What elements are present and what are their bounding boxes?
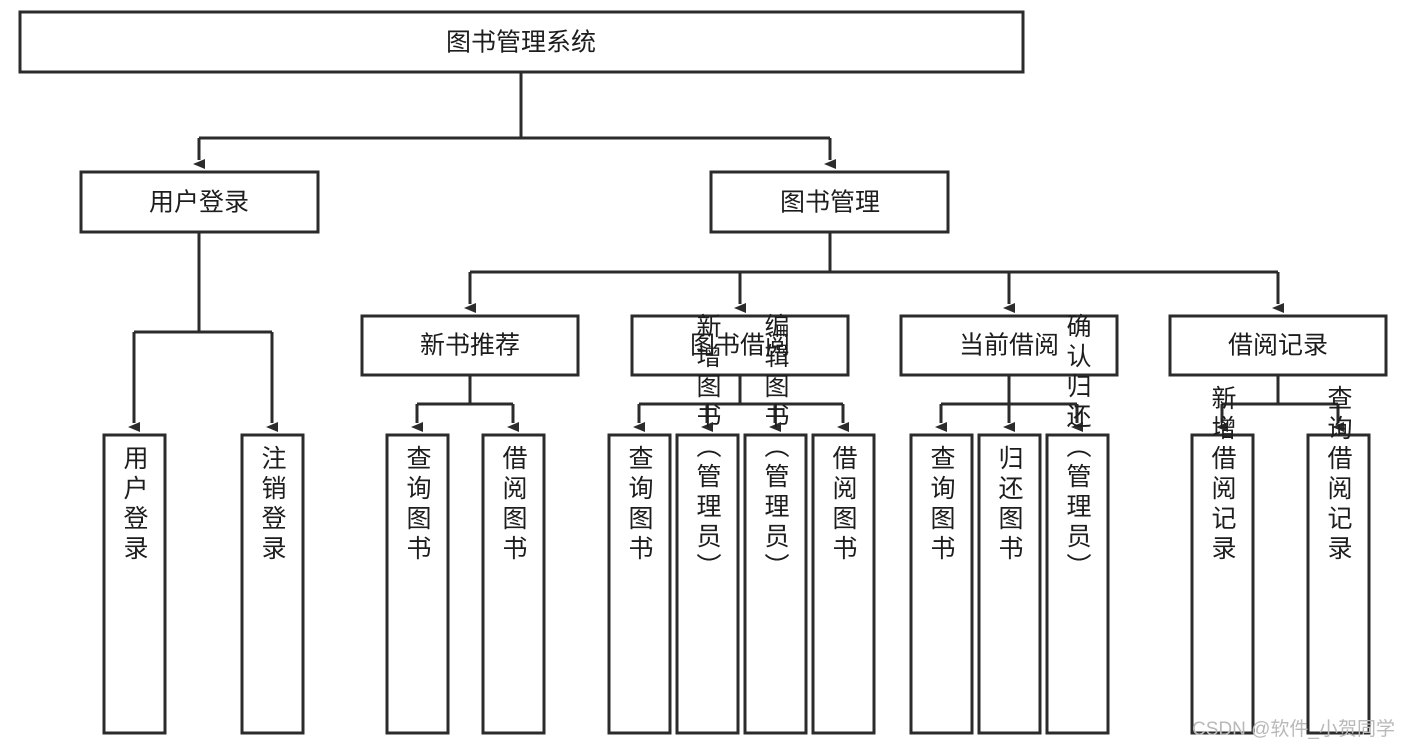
node-book-borrow-box[interactable] [630, 314, 850, 377]
node-leaf-confirm-return-box[interactable] [1045, 433, 1110, 735]
node-leaf-logout-label: 注销登录 [258, 445, 287, 565]
node-leaf-edit-book-label: 编辑图书（管理员） [761, 313, 790, 583]
connector-group-root [193, 72, 836, 169]
node-leaf-confirm-return[interactable]: 确认归还（管理员） [1045, 313, 1110, 735]
node-leaf-add-book-box[interactable] [675, 433, 740, 735]
node-new-book-recommend-box[interactable] [360, 314, 580, 377]
node-leaf-add-book-label: 新增图书（管理员） [693, 313, 722, 583]
node-leaf-query-book-2[interactable]: 查询图书 [607, 433, 672, 735]
node-leaf-query-book-1-box[interactable] [385, 433, 450, 735]
node-current-borrow[interactable]: 当前借阅 [899, 314, 1119, 377]
node-leaf-logout-box[interactable] [240, 433, 305, 735]
connector-group-book-manage [464, 232, 1284, 313]
node-leaf-query-record-box[interactable] [1306, 433, 1371, 735]
node-leaf-query-record-label: 查询借阅记录 [1324, 385, 1353, 565]
node-current-borrow-label: 当前借阅 [959, 332, 1059, 360]
node-leaf-user-login-label: 用户登录 [120, 445, 149, 565]
node-leaf-add-record-box[interactable] [1190, 433, 1255, 735]
node-leaf-borrow-book-2-box[interactable] [811, 433, 876, 735]
node-current-borrow-box[interactable] [899, 314, 1119, 377]
node-leaf-query-book-1[interactable]: 查询图书 [385, 433, 450, 735]
node-leaf-query-book-2-box[interactable] [607, 433, 672, 735]
node-user-login-label: 用户登录 [149, 189, 249, 217]
node-leaf-confirm-return-label: 确认归还（管理员） [1063, 313, 1092, 583]
node-leaf-return-book-label: 归还图书 [995, 445, 1024, 565]
node-leaf-edit-book-box[interactable] [743, 433, 808, 735]
node-leaf-borrow-book-2[interactable]: 借阅图书 [811, 433, 876, 735]
node-leaf-borrow-book-1-box[interactable] [481, 433, 546, 735]
node-user-login-box[interactable] [79, 170, 320, 234]
node-root[interactable]: 图书管理系统 [18, 10, 1025, 74]
connector-group-current-borrow [935, 375, 1083, 432]
connector-group-new-book-recommend [411, 375, 519, 432]
node-leaf-query-record[interactable]: 查询借阅记录 [1306, 385, 1371, 735]
node-leaf-user-login-box[interactable] [102, 433, 167, 735]
node-book-borrow-label: 图书借阅 [690, 332, 790, 360]
node-leaf-query-book-2-label: 查询图书 [625, 445, 654, 565]
node-leaf-query-book-3-label: 查询图书 [927, 445, 956, 565]
node-leaf-borrow-book-2-label: 借阅图书 [829, 445, 858, 565]
connector-group-book-borrow [633, 375, 849, 432]
node-leaf-logout[interactable]: 注销登录 [240, 433, 305, 735]
node-leaf-add-record[interactable]: 新增借阅记录 [1190, 385, 1255, 735]
node-root-label: 图书管理系统 [446, 29, 596, 57]
node-leaf-return-book[interactable]: 归还图书 [977, 433, 1042, 735]
node-root-box[interactable] [18, 10, 1025, 74]
node-leaf-query-book-1-label: 查询图书 [403, 445, 432, 565]
connector-group-user-login [128, 232, 278, 432]
node-book-borrow[interactable]: 图书借阅 [630, 314, 850, 377]
node-leaf-add-book[interactable]: 新增图书（管理员） [675, 313, 740, 735]
node-new-book-recommend[interactable]: 新书推荐 [360, 314, 580, 377]
node-book-manage-label: 图书管理 [780, 189, 880, 217]
node-leaf-edit-book[interactable]: 编辑图书（管理员） [743, 313, 808, 735]
node-leaf-query-book-3[interactable]: 查询图书 [909, 433, 974, 735]
node-borrow-record-label: 借阅记录 [1228, 332, 1328, 360]
node-new-book-recommend-label: 新书推荐 [420, 332, 520, 360]
node-leaf-user-login[interactable]: 用户登录 [102, 433, 167, 735]
node-borrow-record-box[interactable] [1168, 314, 1388, 377]
node-leaf-query-book-3-box[interactable] [909, 433, 974, 735]
connector-group-borrow-record [1216, 375, 1344, 432]
node-book-manage[interactable]: 图书管理 [709, 170, 950, 234]
node-borrow-record[interactable]: 借阅记录 [1168, 314, 1388, 377]
node-leaf-add-record-label: 新增借阅记录 [1208, 385, 1237, 565]
node-user-login[interactable]: 用户登录 [79, 170, 320, 234]
node-book-manage-box[interactable] [709, 170, 950, 234]
node-leaf-borrow-book-1[interactable]: 借阅图书 [481, 433, 546, 735]
node-leaf-borrow-book-1-label: 借阅图书 [499, 445, 528, 565]
node-leaf-return-book-box[interactable] [977, 433, 1042, 735]
